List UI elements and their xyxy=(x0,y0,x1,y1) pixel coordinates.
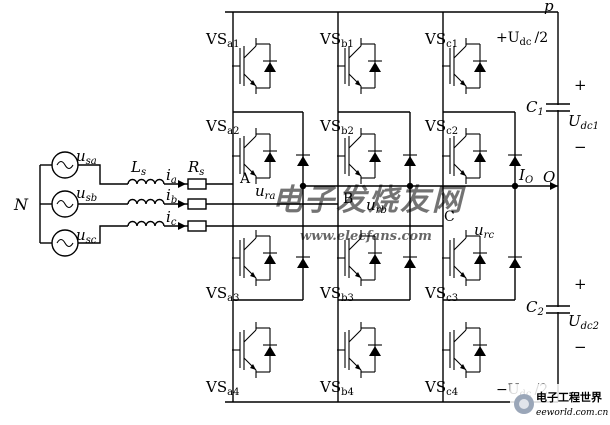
svg-text:eeworld.com.cn: eeworld.com.cn xyxy=(536,408,608,418)
label-vsb1: VSb1 xyxy=(319,30,354,50)
leg-b xyxy=(336,12,418,402)
label-vsc1: VSc1 xyxy=(424,30,458,50)
label-plus-c2: + xyxy=(574,275,587,293)
label-vsc4: VSc4 xyxy=(424,378,458,398)
capacitor-c1 xyxy=(546,103,570,112)
label-ic: ic xyxy=(166,208,177,228)
label-minus-c2: − xyxy=(574,338,587,356)
resistor-a xyxy=(187,178,207,190)
leg-c xyxy=(441,12,523,402)
svg-text:电子工程世界: 电子工程世界 xyxy=(536,390,602,404)
label-vsb2: VSb2 xyxy=(319,117,354,137)
ia-arrow xyxy=(178,180,186,188)
source-a xyxy=(51,151,79,179)
resistor-c xyxy=(187,220,207,232)
label-ia: ia xyxy=(166,166,177,186)
label-udc1: Udc1 xyxy=(568,112,599,132)
label-c1: C1 xyxy=(526,98,544,118)
label-vsa3: VSa3 xyxy=(205,284,239,304)
label-ura: ura xyxy=(255,182,275,202)
label-vsc2: VSc2 xyxy=(424,117,458,137)
label-p: p xyxy=(544,0,554,15)
label-o: O xyxy=(543,168,555,186)
eeworld-logo: 电子工程世界 eeworld.com.cn xyxy=(510,384,608,422)
label-usc: usc xyxy=(76,226,97,246)
label-vsa4: VSa4 xyxy=(205,378,239,398)
resistor-b xyxy=(187,198,207,210)
label-vsa2: VSa2 xyxy=(205,117,239,137)
label-ls: Ls xyxy=(130,158,146,178)
inductor-c xyxy=(127,220,165,227)
neutral-junction-a xyxy=(299,182,307,190)
label-minus-c1: − xyxy=(574,138,587,156)
label-usa: usa xyxy=(76,147,97,167)
phase-c-wire xyxy=(78,225,128,244)
label-urb: urb xyxy=(366,196,387,216)
label-vsb4: VSb4 xyxy=(319,378,354,398)
inductor-b xyxy=(127,198,165,205)
phase-a-wire xyxy=(78,164,128,185)
label-udc2: Udc2 xyxy=(568,312,599,332)
source-b xyxy=(51,190,79,218)
capacitor-c2 xyxy=(546,305,570,314)
ib-arrow xyxy=(178,200,186,208)
label-node-b: B xyxy=(343,191,353,207)
label-c2: C2 xyxy=(526,298,544,318)
neutral-junction-c xyxy=(511,182,519,190)
label-vsb3: VSb3 xyxy=(319,284,354,304)
label-io: IO xyxy=(518,166,533,186)
label-vsa1: VSa1 xyxy=(205,30,239,50)
watermark-url: www.elecfans.com xyxy=(300,229,432,244)
leg-a xyxy=(231,12,311,402)
label-node-c: C xyxy=(444,209,455,225)
label-usb: usb xyxy=(76,184,97,204)
label-rs: Rs xyxy=(187,158,204,178)
label-neutral-n: N xyxy=(13,195,29,214)
label-plus-c1: + xyxy=(574,76,587,94)
label-urc: urc xyxy=(474,221,494,241)
label-ib: ib xyxy=(166,186,177,206)
label-vsc3: VSc3 xyxy=(424,284,458,304)
label-node-a: A xyxy=(239,171,251,187)
neutral-junction-b xyxy=(406,182,414,190)
source-c xyxy=(51,229,79,257)
watermark-cn: 电子发烧友网 xyxy=(272,183,466,218)
inductor-a xyxy=(127,178,165,185)
label-udc-top: +Udc/2 xyxy=(496,30,548,48)
ic-arrow xyxy=(178,222,186,230)
